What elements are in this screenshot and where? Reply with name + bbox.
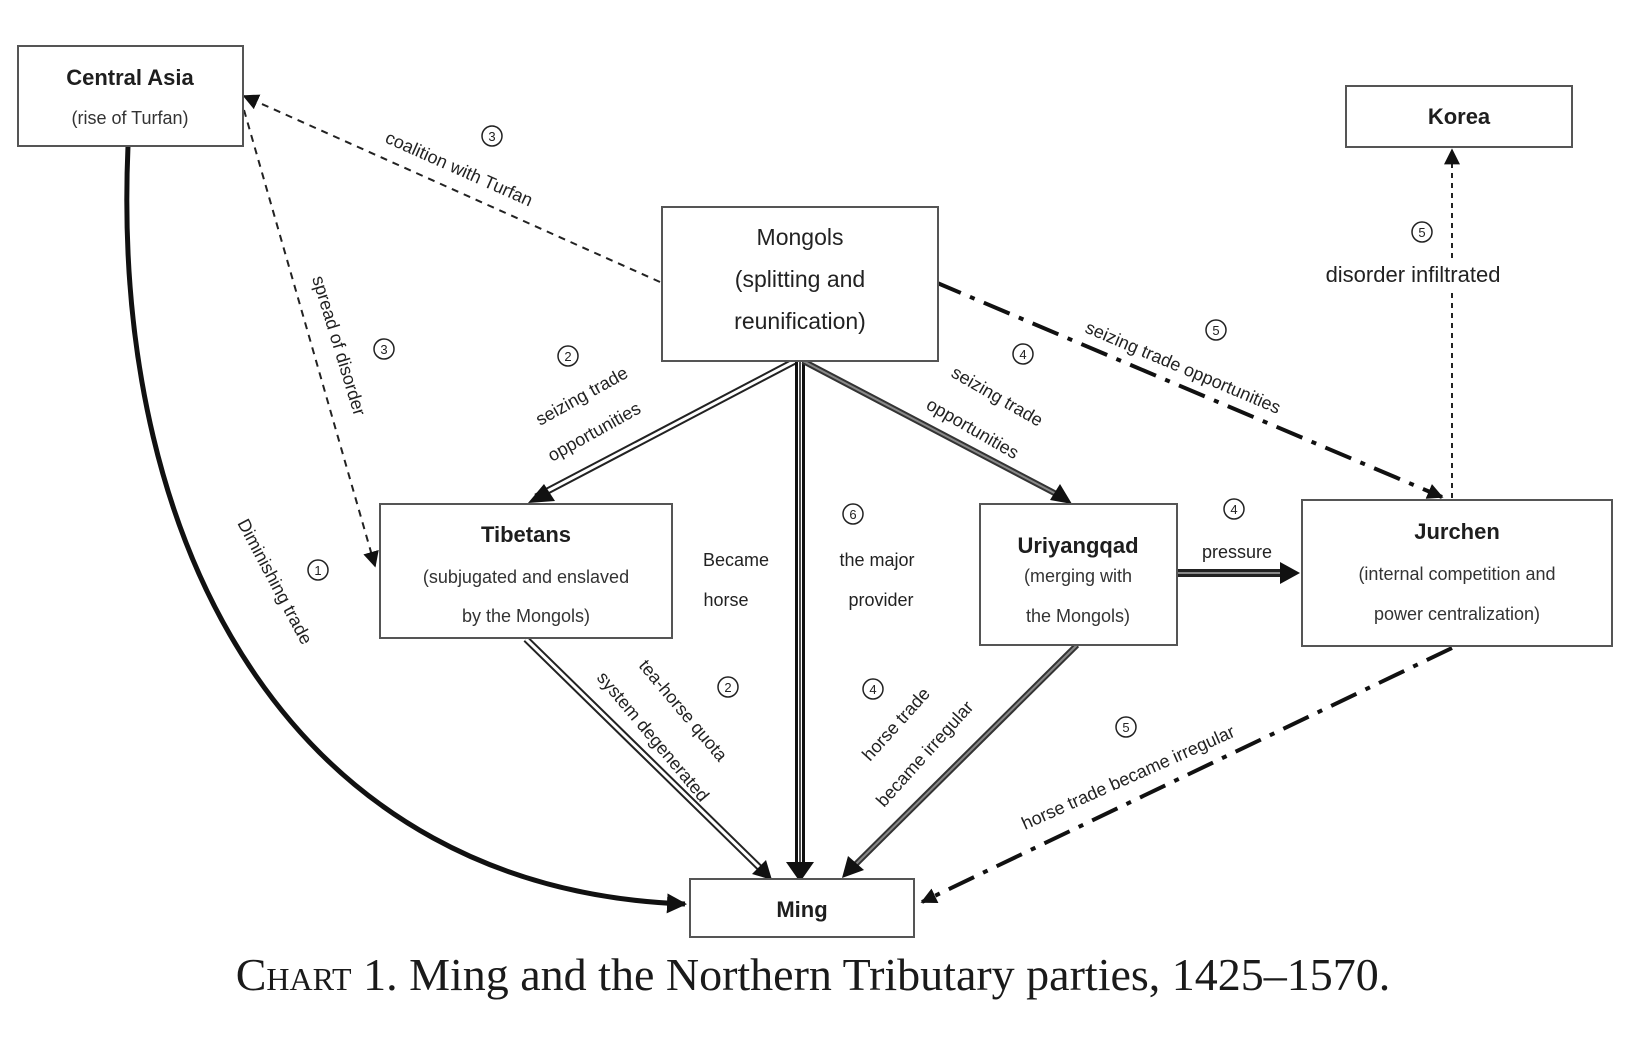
node-jurchen: Jurchen (internal competition and power …	[1301, 499, 1613, 647]
edge-pressure-arrowhead	[1280, 562, 1300, 584]
label-major-provider-marker: 6	[849, 507, 856, 522]
node-mongols-sub1: (splitting and	[735, 266, 865, 292]
label-coalition-marker: 3	[488, 129, 495, 144]
figure-caption: Chart 1. Ming and the Northern Tributary…	[0, 948, 1626, 1001]
label-became-horse-text2: horse	[703, 590, 748, 610]
node-korea: Korea	[1345, 85, 1573, 148]
label-uriyangqad-ming-marker: 4	[869, 682, 876, 697]
label-pressure-marker: 4	[1230, 502, 1237, 517]
edge-mongols-jurchen-line	[934, 280, 1444, 499]
label-disorder-infiltrated-marker: 5	[1418, 225, 1425, 240]
edge-jurchen-ming-line	[920, 646, 1453, 904]
node-tibetans-sub2: by the Mongols)	[462, 606, 590, 626]
edge-uriyangqad-ming-core	[851, 644, 1078, 869]
label-major-provider-text1: the major	[839, 550, 914, 570]
label-tea-horse-text1: tea-horse quota	[635, 656, 732, 766]
node-central-asia: Central Asia (rise of Turfan)	[17, 45, 244, 147]
label-pressure: 4 pressure	[1202, 498, 1272, 562]
label-mongols-jurchen-text: seizing trade opportunities	[1082, 317, 1283, 418]
label-mongols-tibetans-marker: 2	[564, 349, 571, 364]
edge-mongols-tibetans-inner	[535, 359, 796, 499]
edge-tea-horse-arrowhead	[752, 860, 772, 880]
node-mongols: Mongols (splitting and reunification)	[661, 206, 939, 362]
label-disorder-infiltrated-text: disorder infiltrated	[1326, 262, 1501, 287]
edge-mongols-uriyangqad-arrowhead	[1050, 484, 1072, 504]
node-central-asia-title: Central Asia	[66, 65, 194, 90]
label-mongols-uriyangqad: 4 seizing trade opportunities	[923, 343, 1046, 463]
label-major-provider: 6 the major provider	[839, 503, 915, 610]
edge-tea-horse-inner	[524, 637, 764, 872]
label-jurchen-ming-text: horse trade became irregular	[1018, 721, 1237, 833]
edge-mongols-tibetans-arrowhead	[528, 484, 555, 503]
edge-uriyangqad-ming-arrowhead	[842, 856, 864, 878]
label-spread: spread of disorder 3	[308, 273, 395, 418]
label-pressure-text: pressure	[1202, 542, 1272, 562]
node-ming: Ming	[689, 878, 915, 938]
label-uriyangqad-ming: 4 horse trade became irregular	[858, 678, 977, 811]
label-became-horse-text1: Became	[703, 550, 769, 570]
node-ming-title: Ming	[776, 897, 827, 922]
label-diminishing-marker: 1	[314, 563, 321, 578]
node-central-asia-sub: (rise of Turfan)	[71, 108, 188, 128]
edge-mongols-ming-arrowhead	[786, 862, 814, 882]
figure-caption-text: 1. Ming and the Northern Tributary parti…	[351, 949, 1391, 1000]
label-major-provider-text2: provider	[848, 590, 913, 610]
label-diminishing-text: Diminishing trade	[233, 515, 316, 647]
node-tibetans-title: Tibetans	[481, 522, 571, 547]
node-uriyangqad-title: Uriyangqad	[1017, 533, 1138, 558]
node-uriyangqad-sub2: the Mongols)	[1026, 606, 1130, 626]
edge-mongols-uriyangqad-core	[802, 360, 1063, 498]
label-spread-marker: 3	[380, 342, 387, 357]
label-jurchen-ming: 5 horse trade became irregular	[1018, 716, 1238, 834]
label-jurchen-ming-marker: 5	[1122, 720, 1129, 735]
node-mongols-title: Mongols	[757, 224, 844, 250]
label-mongols-uriyangqad-marker: 4	[1019, 347, 1026, 362]
node-korea-title: Korea	[1428, 104, 1491, 129]
node-tibetans-sub1: (subjugated and enslaved	[423, 567, 629, 587]
node-uriyangqad-sub1: (merging with	[1024, 566, 1132, 586]
node-jurchen-sub1: (internal competition and	[1358, 564, 1555, 584]
label-mongols-jurchen-marker: 5	[1212, 323, 1219, 338]
label-spread-text: spread of disorder	[308, 273, 370, 418]
node-jurchen-title: Jurchen	[1414, 519, 1500, 544]
edge-diminishing-line	[124, 145, 687, 914]
label-tea-horse-marker: 2	[724, 680, 731, 695]
node-uriyangqad: Uriyangqad (merging with the Mongols)	[979, 503, 1178, 646]
figure-caption-prefix: Chart	[235, 949, 352, 1000]
node-mongols-sub2: reunification)	[734, 308, 866, 334]
node-jurchen-sub2: power centralization)	[1374, 604, 1540, 624]
edge-spread-line	[243, 109, 379, 568]
label-mongols-jurchen: 5 seizing trade opportunities	[1082, 317, 1283, 418]
node-tibetans: Tibetans (subjugated and enslaved by the…	[379, 503, 673, 639]
label-became-horse: Became horse	[703, 550, 769, 610]
label-disorder-infiltrated: 5 disorder infiltrated	[1306, 221, 1520, 290]
edge-coalition-line	[242, 94, 661, 283]
label-diminishing: Diminishing trade 1	[233, 515, 329, 648]
